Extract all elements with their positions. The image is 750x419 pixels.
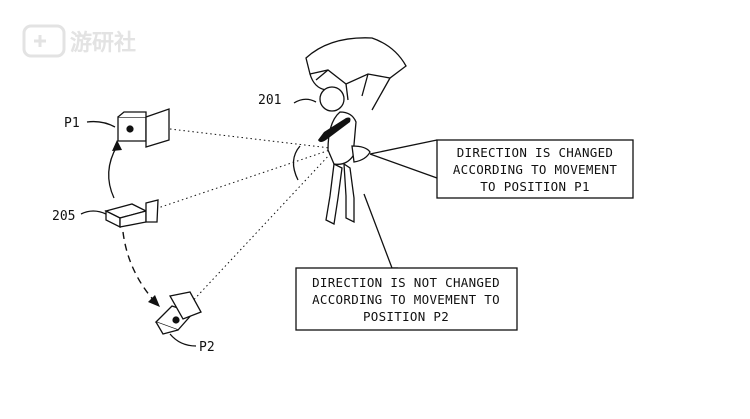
callout-line: ACCORDING TO MOVEMENT xyxy=(453,162,618,177)
callout-line: DIRECTION IS NOT CHANGED xyxy=(312,275,500,290)
leader-changed xyxy=(369,139,438,179)
glider-lines-left xyxy=(309,73,327,91)
callout-line: POSITION P2 xyxy=(363,309,449,324)
view-line-205 xyxy=(151,149,331,211)
callout-line: TO POSITION P1 xyxy=(480,179,590,194)
character-leg-right xyxy=(343,162,355,224)
label-201: 201 xyxy=(258,93,281,108)
arrow-to-p1 xyxy=(108,145,118,199)
label-p2: P2 xyxy=(199,340,215,355)
view-lines xyxy=(151,128,333,307)
character-glider-bar xyxy=(318,117,351,142)
camera-icon-p1 xyxy=(117,108,170,148)
character-hand xyxy=(351,145,371,163)
leader-201 xyxy=(293,98,317,104)
callout-line: DIRECTION IS CHANGED xyxy=(457,145,614,160)
camera-icon-205 xyxy=(104,199,159,229)
watermark: 游研社 xyxy=(22,24,136,58)
character-head xyxy=(319,86,345,112)
callout-line: ACCORDING TO MOVEMENT TO xyxy=(312,292,500,307)
gamepad-icon xyxy=(22,24,66,58)
character-torso xyxy=(327,111,357,165)
view-angle-arc xyxy=(292,145,301,181)
label-p1: P1 xyxy=(64,116,80,131)
leader-p2 xyxy=(169,333,197,347)
paraglider-canopy xyxy=(305,37,407,85)
arrow-to-p2 xyxy=(122,231,157,304)
label-205: 205 xyxy=(52,209,75,224)
leader-205 xyxy=(80,210,107,215)
callout-box xyxy=(295,267,518,331)
callout-direction-changed: DIRECTION IS CHANGED ACCORDING TO MOVEME… xyxy=(436,139,634,199)
callout-box xyxy=(436,139,634,199)
view-line-p1 xyxy=(169,128,331,149)
camera-lens xyxy=(172,316,180,324)
camera-lens xyxy=(126,125,134,133)
callout-direction-not-changed: DIRECTION IS NOT CHANGED ACCORDING TO MO… xyxy=(295,267,518,331)
movement-arrows xyxy=(108,140,160,307)
watermark-text: 游研社 xyxy=(70,30,136,56)
view-line-p2 xyxy=(187,151,333,307)
arrowhead-p2 xyxy=(148,295,160,307)
arrowhead-p1 xyxy=(112,140,122,151)
character-leg-left xyxy=(325,163,343,225)
leader-p1 xyxy=(86,120,116,128)
leader-not-changed xyxy=(363,193,398,269)
glider-lines xyxy=(315,69,391,111)
camera-icon-p2 xyxy=(154,291,202,335)
paraglider-figure xyxy=(305,37,407,225)
